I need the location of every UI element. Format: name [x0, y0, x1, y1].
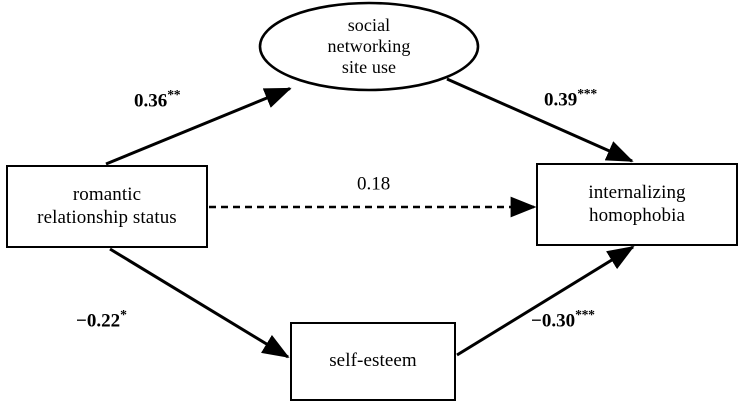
node-internalizing-homophobia: internalizing homophobia	[536, 163, 738, 246]
edge-label-c-path: 0.18	[357, 170, 390, 195]
node-internalizing-label: internalizing homophobia	[588, 182, 686, 226]
edge-e-path-line	[456, 245, 635, 357]
edge-b-significance: ***	[577, 86, 597, 101]
node-sns-label: social networking site use	[327, 14, 411, 78]
edge-b-coefficient: 0.39	[544, 89, 578, 111]
edge-a-path-line	[105, 87, 292, 166]
edge-d-path-line	[109, 247, 290, 359]
edge-label-b-path: 0.39***	[544, 86, 597, 111]
edge-a-coefficient: 0.36	[134, 90, 168, 112]
edge-label-e-path: −0.30***	[531, 307, 595, 332]
edge-c-coefficient: 0.18	[357, 173, 391, 195]
edge-d-coefficient: −0.22	[76, 310, 121, 332]
edge-e-coefficient: −0.30	[531, 310, 576, 332]
node-romantic-relationship-status: romantic relationship status	[6, 165, 208, 248]
node-social-networking-site-use: social networking site use	[259, 2, 479, 91]
node-self-esteem: self-esteem	[290, 322, 456, 401]
edge-label-d-path: −0.22*	[76, 307, 127, 332]
edge-d-significance: *	[120, 307, 127, 322]
node-self-esteem-label: self-esteem	[329, 350, 417, 372]
node-romantic-label: romantic relationship status	[37, 184, 177, 228]
edge-a-significance: **	[167, 87, 181, 102]
edge-e-significance: ***	[575, 307, 595, 322]
sns-ellipse-outline	[258, 1, 480, 92]
edge-b-path-line	[446, 77, 634, 163]
edge-label-a-path: 0.36**	[134, 87, 181, 112]
